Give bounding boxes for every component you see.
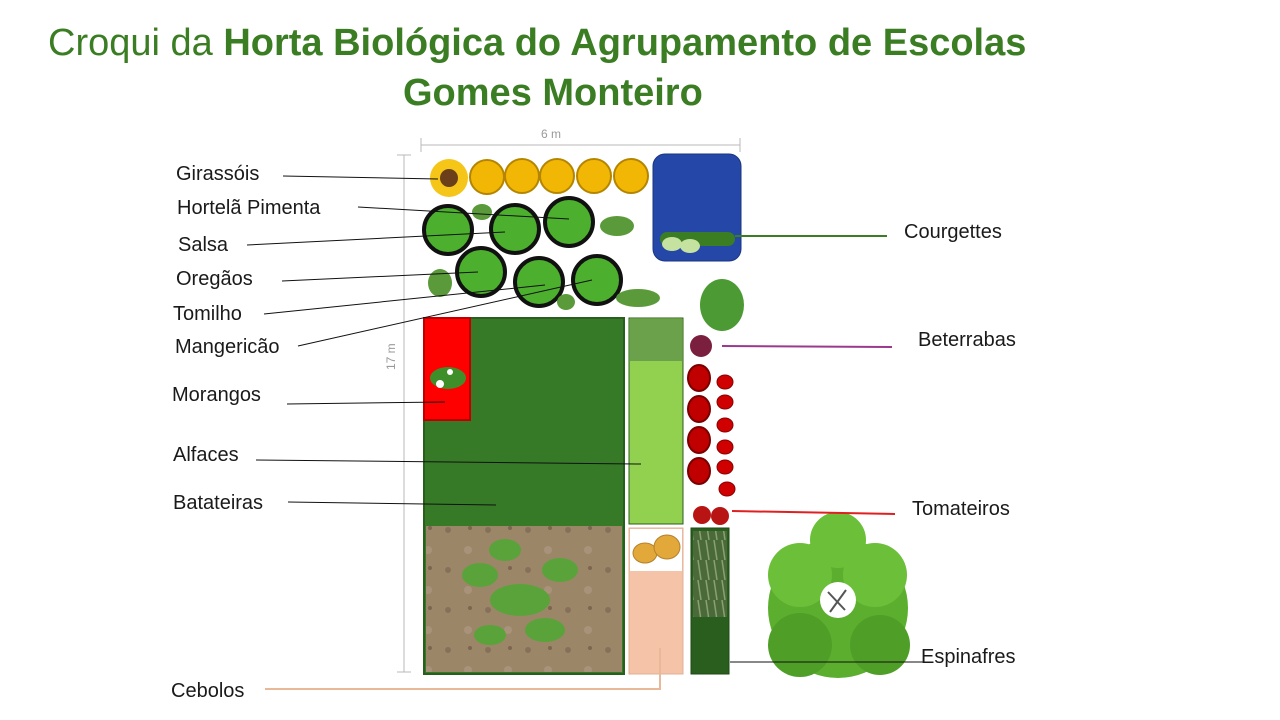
leader-beterrabas: [721, 345, 893, 348]
herb-pots: [422, 196, 623, 308]
strawberry-plant-icon: [430, 367, 466, 389]
beetroot-icon: [690, 279, 744, 357]
label-tomateiros: Tomateiros: [912, 498, 1010, 520]
title-bold-line-1: Horta Biológica do Agrupamento de Escola…: [223, 22, 1027, 64]
tomato-row-small: [716, 374, 736, 497]
label-morangos: Morangos: [172, 384, 261, 406]
leader-batateiras: [287, 501, 497, 506]
leader-girassois: [282, 175, 439, 180]
label-hortela-pimenta: Hortelã Pimenta: [177, 197, 321, 219]
width-dimension: [420, 138, 741, 152]
length-dimension: [397, 154, 411, 673]
label-espinafres: Espinafres: [921, 646, 1016, 668]
onion-icon: [632, 534, 681, 564]
tomato-icon: [693, 506, 729, 525]
label-oregaos: Oregãos: [176, 268, 253, 290]
leader-tomateiros: [731, 510, 896, 515]
courgette-icon: [660, 232, 735, 253]
label-batateiras: Batateiras: [173, 492, 264, 514]
lettuce-photo: [630, 319, 682, 361]
label-tomilho: Tomilho: [173, 303, 242, 325]
tree-icon: [768, 512, 910, 678]
width-label: 6 m: [541, 127, 562, 141]
leader-tomilho: [263, 284, 546, 315]
leader-hortela: [357, 206, 570, 220]
label-cebolos: Cebolos: [171, 680, 245, 702]
label-salsa: Salsa: [178, 234, 229, 256]
sunflower-icon: [430, 159, 468, 197]
leader-oregaos: [281, 271, 479, 282]
leader-alfaces: [255, 459, 642, 465]
leader-cebolos: [265, 648, 661, 690]
potato-plant-icon: [462, 539, 578, 645]
leader-salsa: [246, 231, 506, 246]
label-mangericao: Mangericão: [175, 336, 280, 358]
label-beterrabas: Beterrabas: [918, 329, 1016, 351]
title-prefix: Croqui da: [48, 22, 224, 64]
label-alfaces: Alfaces: [173, 444, 239, 466]
herb-leaf-icons: [428, 204, 660, 310]
tomato-row-large: [687, 364, 711, 485]
leader-morangos: [286, 401, 446, 405]
label-girassois: Girassóis: [176, 163, 260, 185]
leader-mangericao: [297, 279, 593, 347]
sunflower-row: [469, 158, 649, 195]
label-courgettes: Courgettes: [904, 221, 1002, 243]
spinach-photo: [693, 531, 727, 617]
length-label: 17 m: [384, 343, 398, 370]
title-line-2: Gomes Monteiro: [403, 72, 703, 114]
title-line-1: Croqui da Horta Biológica do Agrupamento…: [48, 18, 1026, 68]
